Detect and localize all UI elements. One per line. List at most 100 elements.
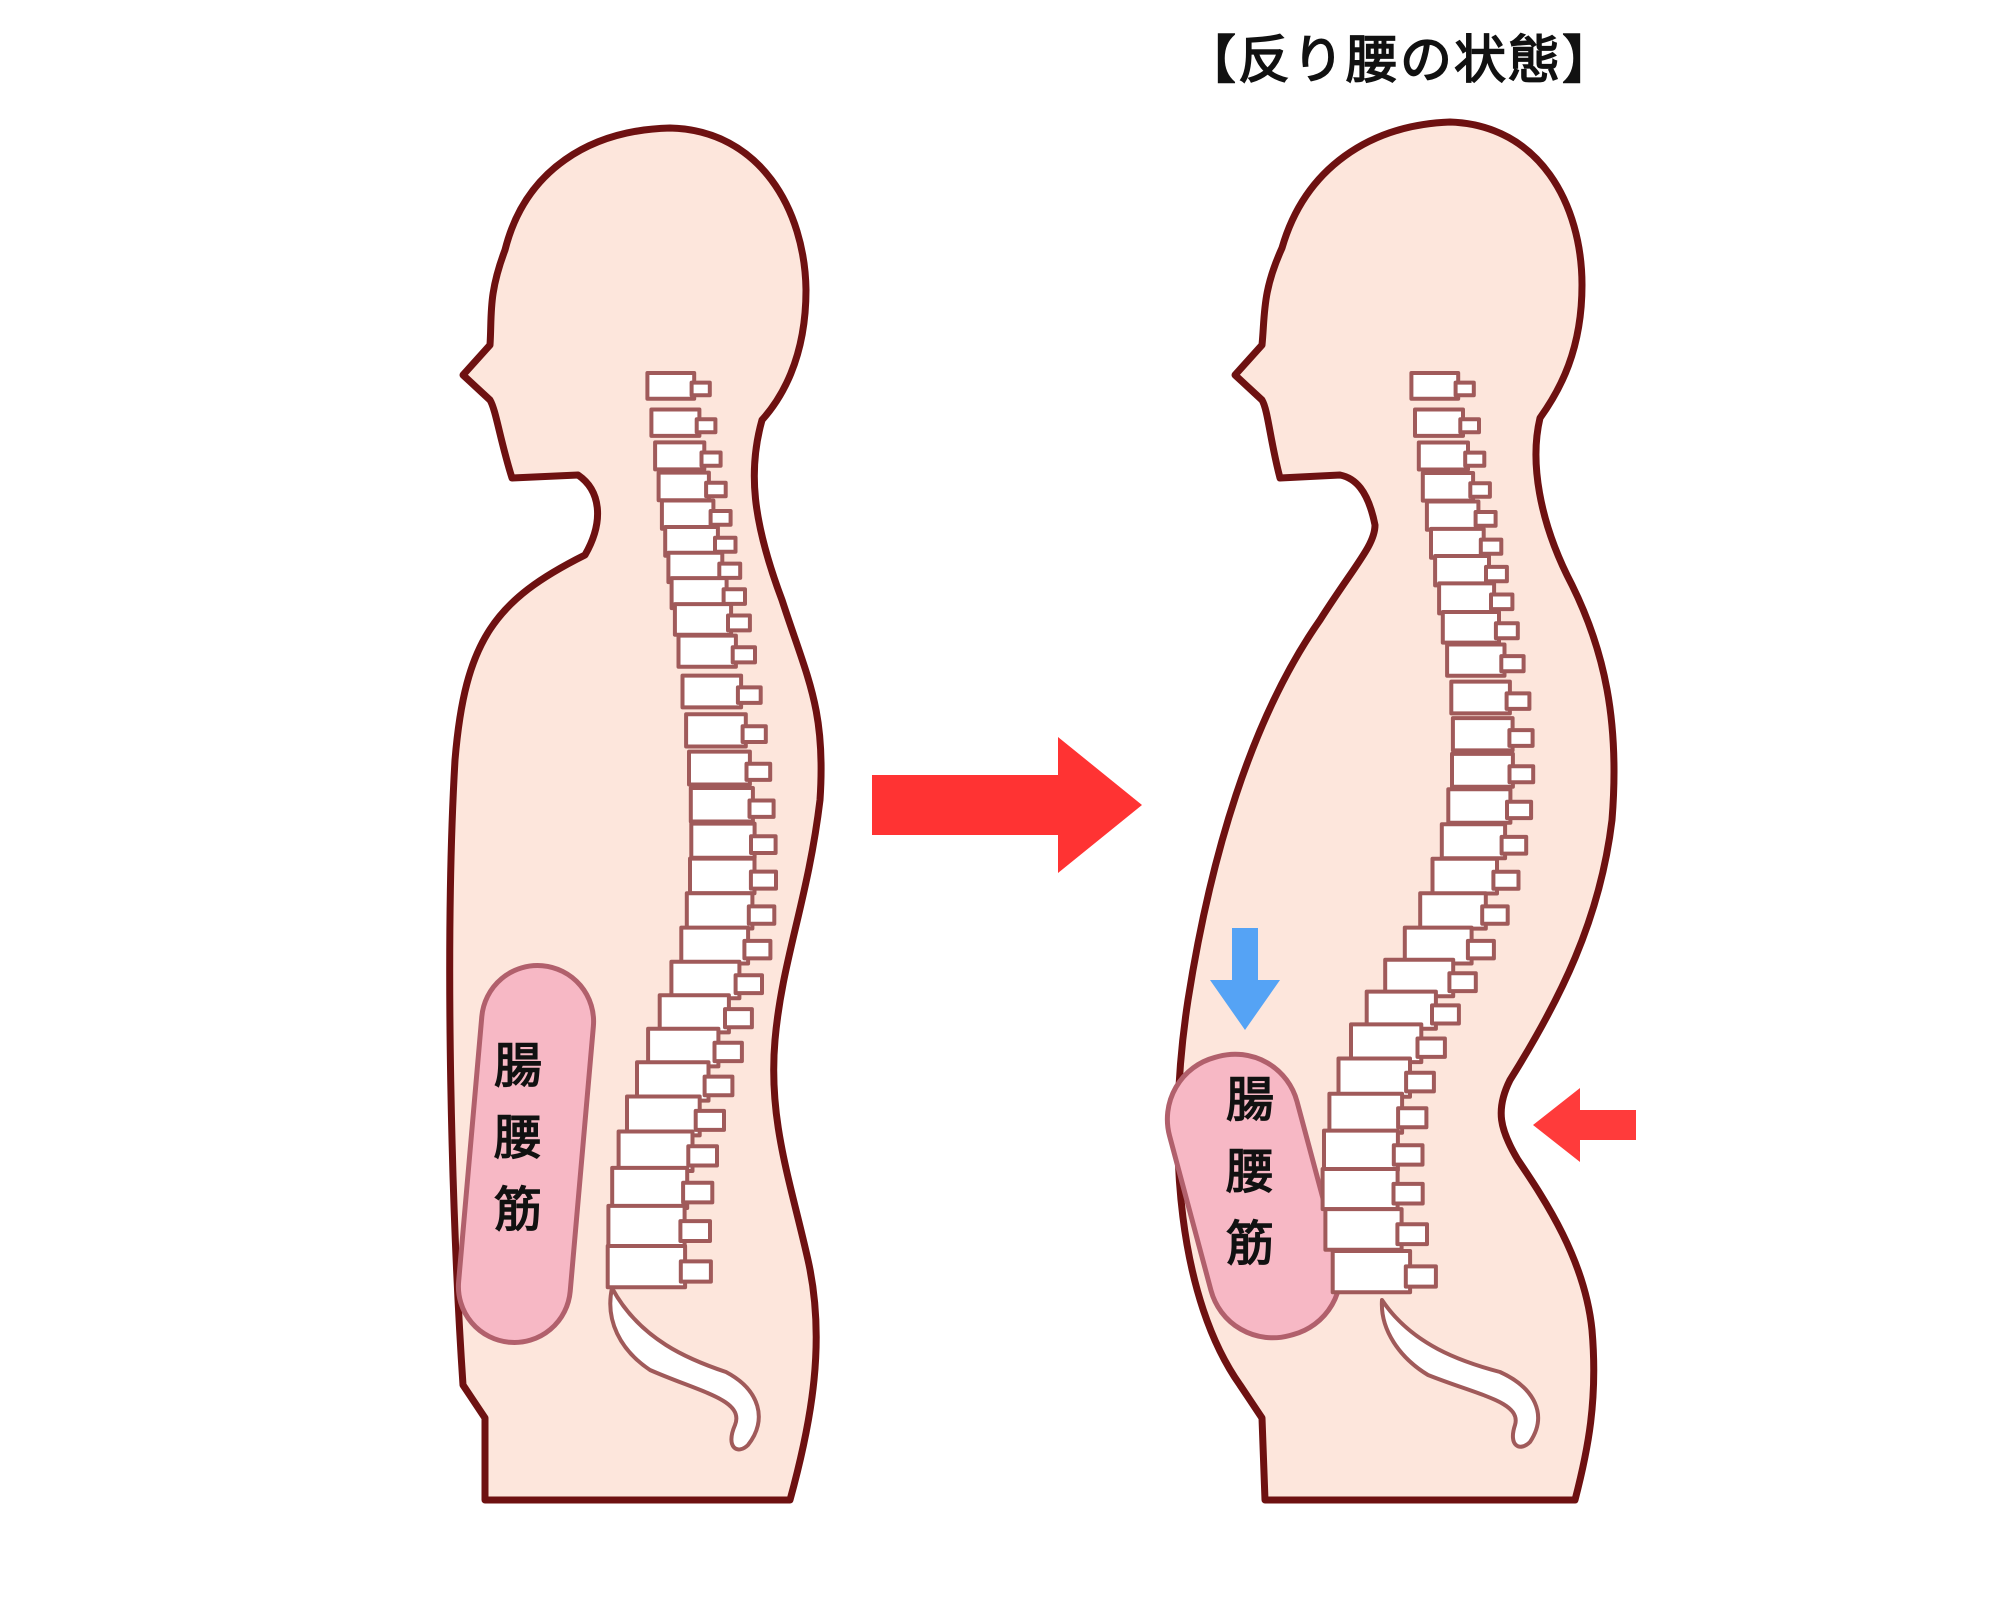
vertebra-lordosis bbox=[1440, 610, 1502, 645]
muscle-label-char: 腰 bbox=[1225, 1144, 1274, 1200]
vertebra-process-lordosis bbox=[1468, 481, 1492, 499]
vertebra-process-lordosis bbox=[1504, 691, 1532, 711]
vertebra-process-lordosis bbox=[1499, 654, 1526, 674]
spine-lordosis bbox=[1320, 371, 1536, 1295]
muscle-label-normal: 腸 腰 筋 bbox=[478, 1030, 558, 1246]
vertebra-process-lordosis bbox=[1391, 1181, 1425, 1206]
muscle-label-char: 腰 bbox=[493, 1110, 542, 1166]
vertebra-process-lordosis bbox=[1415, 1036, 1447, 1059]
vertebra-normal bbox=[688, 856, 757, 896]
vertebra-normal bbox=[679, 925, 751, 966]
vertebra-process-lordosis bbox=[1391, 1143, 1425, 1167]
muscle-label-char: 腸 bbox=[493, 1038, 542, 1094]
muscle-label-char: 腸 bbox=[1225, 1072, 1274, 1128]
vertebra-process-normal bbox=[686, 1144, 719, 1168]
vertebra-lordosis bbox=[1449, 679, 1512, 716]
vertebra-lordosis bbox=[1336, 1056, 1412, 1099]
figure-normal bbox=[446, 124, 825, 1504]
vertebra-normal bbox=[610, 1165, 690, 1211]
vertebra-process-normal bbox=[723, 1007, 754, 1030]
vertebra-normal bbox=[606, 1203, 687, 1249]
vertebra-normal bbox=[653, 440, 707, 472]
vertebra-process-lordosis bbox=[1403, 1264, 1438, 1289]
vertebra-normal bbox=[649, 407, 702, 438]
vertebra-normal bbox=[616, 1129, 695, 1173]
vertebra-lordosis bbox=[1420, 471, 1476, 503]
iliopsoas-muscle-normal bbox=[455, 963, 597, 1345]
vertebra-process-lordosis bbox=[1507, 764, 1536, 785]
vertebra-process-normal bbox=[744, 761, 773, 782]
figure-lordosis bbox=[1164, 118, 1618, 1504]
vertebra-lordosis bbox=[1418, 891, 1488, 931]
vertebra-process-lordosis bbox=[1463, 450, 1487, 468]
vertebra-process-normal bbox=[721, 587, 747, 606]
vertebra-process-lordosis bbox=[1489, 592, 1515, 612]
vertebra-process-lordosis bbox=[1493, 621, 1520, 641]
vertebra-process-lordosis bbox=[1430, 1003, 1461, 1026]
vertebra-process-normal bbox=[704, 480, 728, 499]
iliopsoas-muscle-lordosis bbox=[1164, 1051, 1344, 1341]
vertebra-normal bbox=[669, 959, 742, 1001]
vertebra-process-normal bbox=[730, 645, 758, 665]
muscle-label-char: 筋 bbox=[1225, 1216, 1274, 1272]
sacrum-lordosis bbox=[1379, 1298, 1540, 1449]
vertebra-normal bbox=[687, 749, 752, 787]
vertebra-process-normal bbox=[742, 938, 773, 961]
vertebra-process-lordosis bbox=[1447, 971, 1478, 994]
vertebra-process-normal bbox=[748, 869, 779, 891]
vertebra-normal bbox=[625, 1094, 702, 1138]
vertebra-process-normal bbox=[735, 685, 763, 705]
vertebra-process-normal bbox=[708, 509, 733, 527]
vertebra-lordosis bbox=[1429, 526, 1486, 560]
vertebra-process-normal bbox=[713, 535, 738, 554]
vertebra-normal bbox=[689, 821, 757, 860]
vertebra-process-normal bbox=[746, 904, 777, 926]
vertebra-normal bbox=[672, 602, 734, 637]
vertebra-process-lordosis bbox=[1453, 380, 1476, 398]
vertebra-normal bbox=[680, 673, 744, 710]
vertebra-lordosis bbox=[1320, 1167, 1400, 1212]
vertebra-process-lordosis bbox=[1499, 834, 1529, 856]
vertebra-normal bbox=[605, 1244, 688, 1290]
vertebra-process-normal bbox=[740, 724, 768, 745]
diagram-title: 【反り腰の状態】 bbox=[1183, 31, 1616, 91]
vertebra-lordosis bbox=[1433, 554, 1491, 588]
vertebra-process-lordosis bbox=[1478, 537, 1504, 556]
left-arrow-icon bbox=[1533, 1088, 1636, 1162]
vertebra-normal bbox=[684, 712, 748, 749]
vertebra-process-normal bbox=[693, 1108, 727, 1132]
vertebra-lordosis bbox=[1446, 787, 1513, 825]
spine-normal bbox=[605, 371, 779, 1290]
vertebra-lordosis bbox=[1450, 716, 1515, 753]
vertebra-process-lordosis bbox=[1473, 510, 1498, 528]
sacrum-normal bbox=[608, 1286, 761, 1452]
vertebra-process-lordosis bbox=[1484, 564, 1509, 584]
vertebra-process-normal bbox=[726, 613, 752, 633]
vertebra-process-lordosis bbox=[1404, 1070, 1436, 1094]
vertebra-process-lordosis bbox=[1395, 1222, 1430, 1247]
vertebra-lordosis bbox=[1437, 581, 1497, 616]
right-arrow-icon bbox=[872, 737, 1142, 873]
vertebra-process-lordosis bbox=[1465, 938, 1496, 961]
vertebra-lordosis bbox=[1439, 822, 1508, 861]
vertebra-process-normal bbox=[712, 1040, 744, 1064]
muscle-label-char: 筋 bbox=[493, 1182, 542, 1238]
vertebra-process-normal bbox=[694, 417, 718, 435]
vertebra-normal bbox=[656, 470, 711, 503]
vertebra-lordosis bbox=[1409, 371, 1461, 401]
down-arrow-icon bbox=[1210, 928, 1280, 1030]
vertebra-process-normal bbox=[702, 1074, 735, 1098]
vertebra-process-lordosis bbox=[1505, 799, 1534, 821]
vertebra-process-normal bbox=[717, 561, 743, 580]
vertebra-lordosis bbox=[1416, 440, 1471, 472]
vertebra-process-normal bbox=[699, 450, 723, 468]
vertebra-lordosis bbox=[1424, 499, 1481, 532]
vertebra-process-lordosis bbox=[1507, 728, 1535, 748]
vertebra-lordosis bbox=[1349, 1022, 1424, 1065]
vertebra-process-normal bbox=[678, 1259, 713, 1284]
vertebra-process-normal bbox=[681, 1180, 715, 1205]
vertebra-lordosis bbox=[1322, 1128, 1400, 1173]
vertebra-process-lordosis bbox=[1396, 1106, 1429, 1130]
vertebra-normal bbox=[659, 498, 716, 531]
